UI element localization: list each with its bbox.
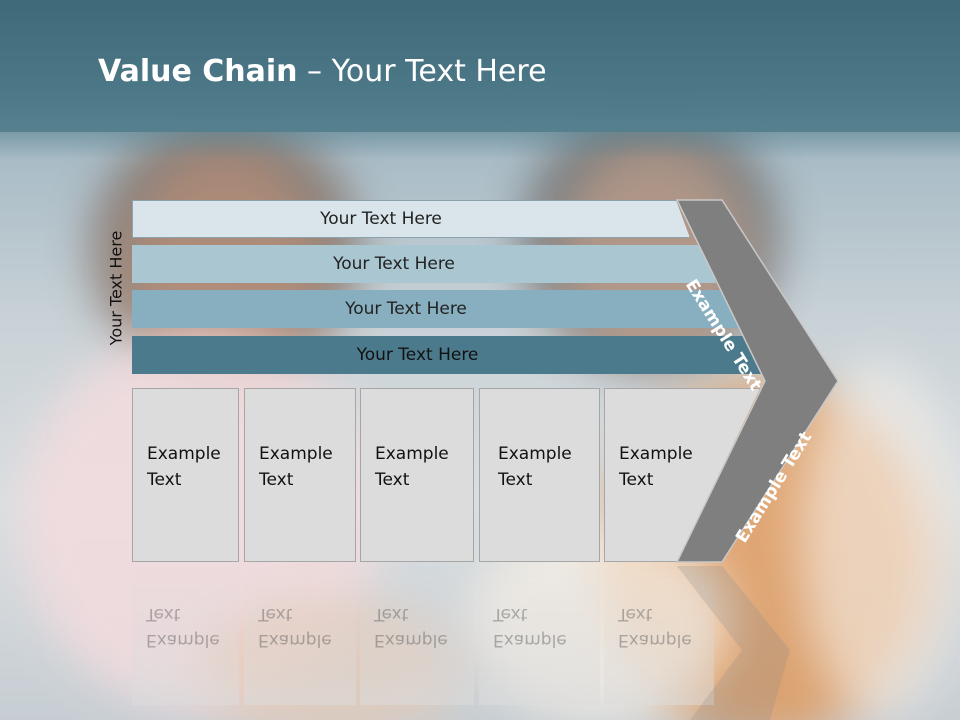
activity-box-1[interactable]: Example Text <box>132 388 239 562</box>
box-text-line1: Example <box>147 444 221 464</box>
activity-box-4[interactable]: Example Text <box>479 388 600 562</box>
box-text-line2: Text <box>259 470 294 490</box>
box-text-line2: Text <box>375 470 410 490</box>
box-text-line1: Example <box>498 444 572 464</box>
support-bar-4[interactable]: Your Text Here <box>132 336 763 374</box>
bar-label: Your Text Here <box>345 299 467 319</box>
activity-box-2[interactable]: Example Text <box>244 388 356 562</box>
box-text-line2: Text <box>498 470 533 490</box>
box-text-line1: Example <box>259 444 333 464</box>
title-bar <box>0 0 960 132</box>
chevron-reflection <box>677 566 790 720</box>
box-text-line2: Text <box>147 470 182 490</box>
box-text-line2: Text <box>619 470 654 490</box>
support-bar-2[interactable]: Your Text Here <box>132 245 716 283</box>
title-rest: – Your Text Here <box>297 54 547 89</box>
bar-label: Your Text Here <box>356 345 479 365</box>
bar-label: Your Text Here <box>333 254 455 274</box>
margin-chevron-shape[interactable] <box>675 199 839 563</box>
support-bar-1[interactable]: Your Text Here <box>132 200 690 238</box>
support-bar-3[interactable]: Your Text Here <box>132 290 740 328</box>
box-text-line1: Example <box>619 444 693 464</box>
slide-title[interactable]: Value Chain – Your Text Here <box>98 54 547 89</box>
title-bold: Value Chain <box>98 54 298 89</box>
bar-label: Your Text Here <box>320 209 442 229</box>
box-text-line1: Example <box>375 444 449 464</box>
activity-box-3[interactable]: Example Text <box>360 388 474 562</box>
